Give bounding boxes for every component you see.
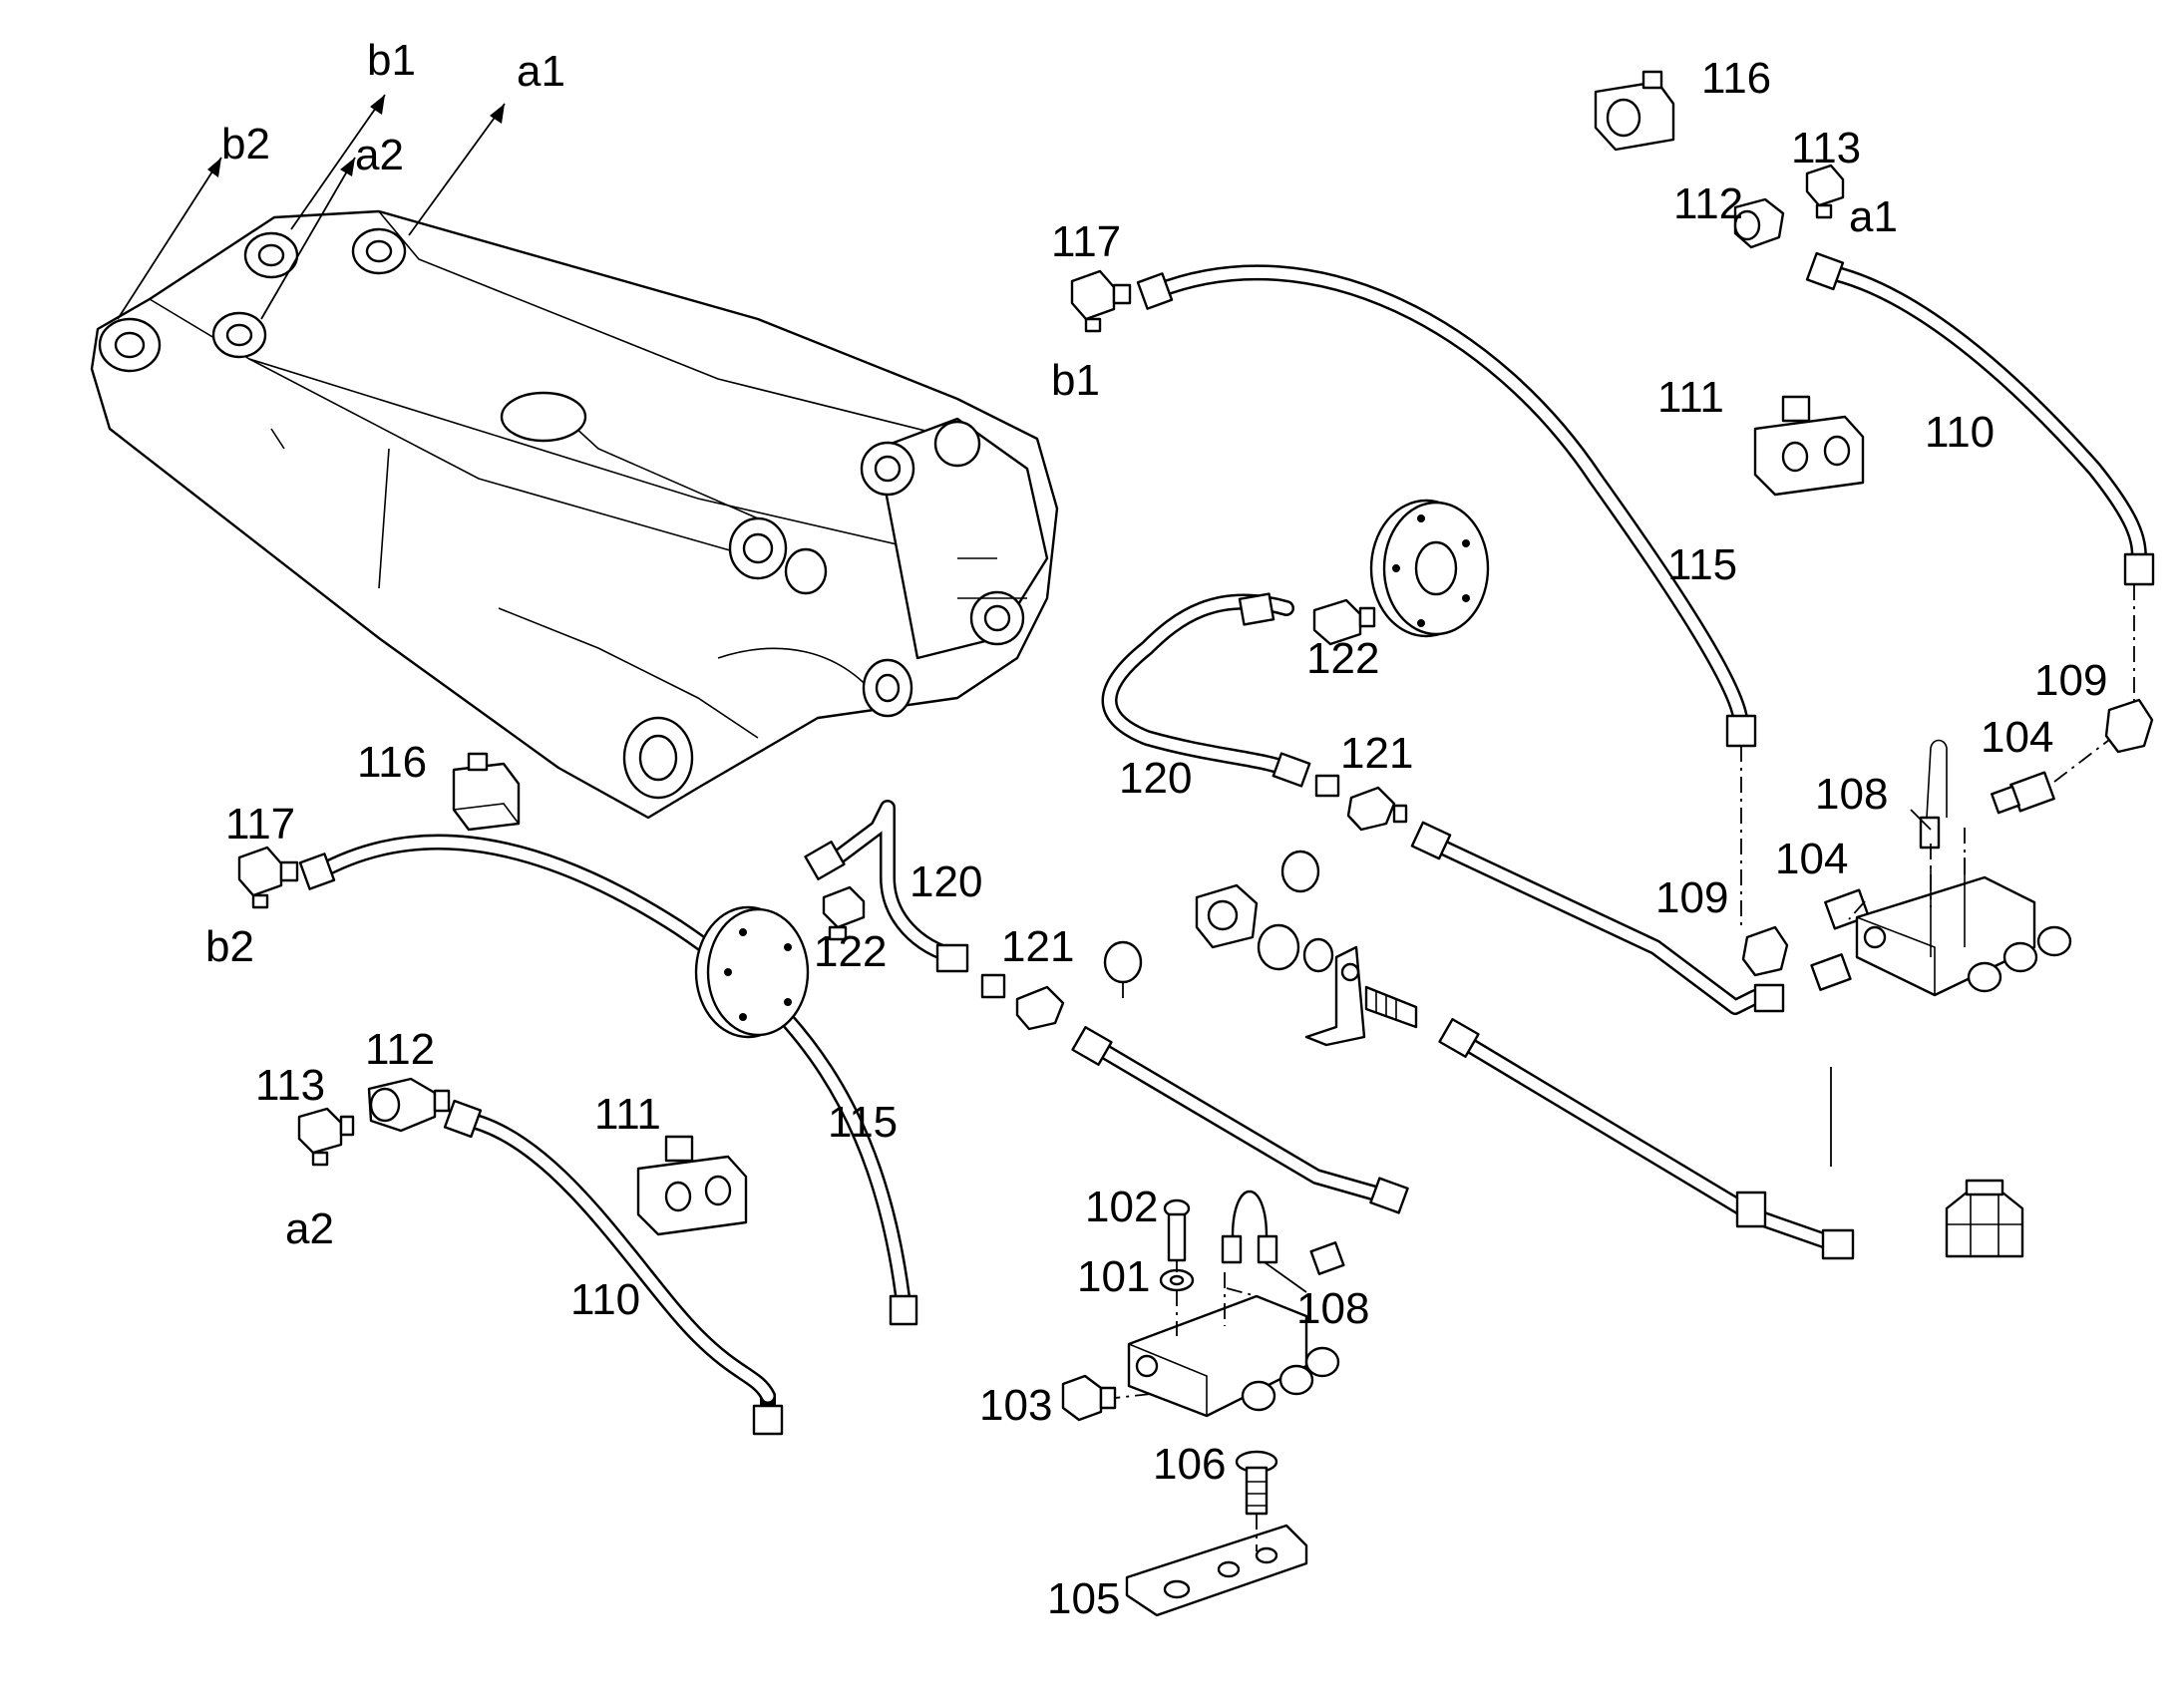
elbow-122-upper [1312, 598, 1376, 646]
callout-106: 106 [1153, 1440, 1226, 1489]
plug-103 [1061, 1374, 1117, 1422]
callout-b2: b2 [221, 120, 270, 169]
callout-120-upper: 120 [1119, 754, 1192, 803]
port-arrows [117, 94, 506, 320]
callout-112-right: 112 [1673, 179, 1743, 228]
hose-110-right [1805, 251, 2155, 586]
callout-103: 103 [979, 1381, 1052, 1430]
elbow-112-left [367, 1077, 451, 1133]
hose-115-right [1136, 264, 1757, 748]
assembly-dash-lines [1114, 584, 2135, 1551]
rigid-pipes [1071, 821, 1855, 1260]
callout-110-left: 110 [570, 1275, 640, 1324]
callout-121-upper: 121 [1340, 729, 1413, 778]
adapter-104-right [1991, 771, 2055, 815]
tee-fitting-117-right [1070, 269, 1132, 333]
adapter-121-lower [980, 973, 1065, 1031]
callout-b1-right: b1 [1051, 356, 1100, 405]
mounting-bracket [1304, 945, 1366, 1047]
callout-122-upper: 122 [1306, 634, 1379, 683]
grease-fitting-108-right [1919, 739, 1948, 850]
boom-arm [90, 209, 1059, 820]
fitting-113-right [1805, 164, 1845, 219]
callout-116-left: 116 [357, 738, 427, 787]
threaded-nipple [1364, 985, 1418, 1029]
callout-108-right: 108 [1815, 770, 1888, 819]
plate-105 [1125, 1524, 1308, 1617]
cross-fitting [1103, 850, 1334, 984]
elbow-109-right [2104, 698, 2154, 754]
clamp-111-right [1753, 395, 1865, 497]
callout-113-left: 113 [255, 1061, 325, 1110]
bolt-102 [1163, 1198, 1191, 1262]
rotary-disc-upper [1369, 499, 1490, 638]
rotary-disc-lower [694, 905, 810, 1039]
callout-120-lower: 120 [909, 857, 982, 906]
callout-a2-left: a2 [285, 1204, 334, 1253]
callout-113-right: 113 [1791, 124, 1861, 172]
hose-120-upper [1101, 592, 1311, 788]
callout-104-left: 104 [1775, 835, 1848, 883]
hose-110-left [443, 1099, 784, 1436]
callout-110-right: 110 [1925, 408, 1995, 457]
callout-b1: b1 [367, 36, 416, 85]
hose-120-lower [804, 800, 969, 973]
elbow-112-right [1733, 197, 1785, 249]
callout-115-right: 115 [1667, 540, 1737, 589]
clamp-116-left [452, 752, 521, 832]
callout-109-left: 109 [1655, 873, 1728, 922]
callout-102: 102 [1085, 1183, 1158, 1231]
boom-pivot-eyes [98, 227, 407, 373]
callout-108-lower: 108 [1296, 1284, 1369, 1333]
clamp-116-right [1594, 70, 1675, 152]
callout-a1-right: a1 [1849, 192, 1898, 241]
callout-117-right: 117 [1051, 217, 1121, 266]
callout-101: 101 [1077, 1252, 1150, 1301]
callout-111-right: 111 [1657, 373, 1724, 422]
clamp-111-left [636, 1135, 748, 1236]
callout-112-left: 112 [365, 1025, 435, 1074]
elbow-109-left [1741, 925, 1789, 977]
hex-adapter-isolated [1945, 1179, 2024, 1258]
hose-115-left [298, 834, 918, 1326]
callout-111-left: 111 [594, 1090, 661, 1139]
callout-121-lower: 121 [1001, 922, 1074, 971]
adapter-121-upper [1314, 774, 1408, 832]
grease-fitting-108-lower [1221, 1191, 1345, 1275]
callout-a2: a2 [355, 131, 404, 179]
screw-106 [1235, 1450, 1278, 1516]
callout-116-right: 116 [1701, 54, 1771, 103]
callout-109-right: 109 [2034, 656, 2107, 705]
callout-104-right: 104 [1981, 713, 2053, 762]
tee-fitting-117-left [237, 846, 299, 909]
callout-a1: a1 [517, 47, 565, 96]
callout-b2-left: b2 [205, 922, 254, 971]
callout-115-left: 115 [828, 1098, 898, 1147]
callout-117-left: 117 [225, 800, 295, 849]
boom-head-lugs [728, 417, 1049, 718]
callout-labels: b2 b1 a2 a1 116 113 112 a1 117 b1 111 11… [205, 36, 2107, 1623]
fitting-122-lower [822, 885, 866, 941]
callout-105: 105 [1047, 1574, 1120, 1623]
callout-122-lower: 122 [814, 927, 887, 976]
distributor-block-right [1855, 857, 2072, 997]
washer-101 [1159, 1268, 1195, 1292]
fitting-113-left [297, 1107, 355, 1167]
